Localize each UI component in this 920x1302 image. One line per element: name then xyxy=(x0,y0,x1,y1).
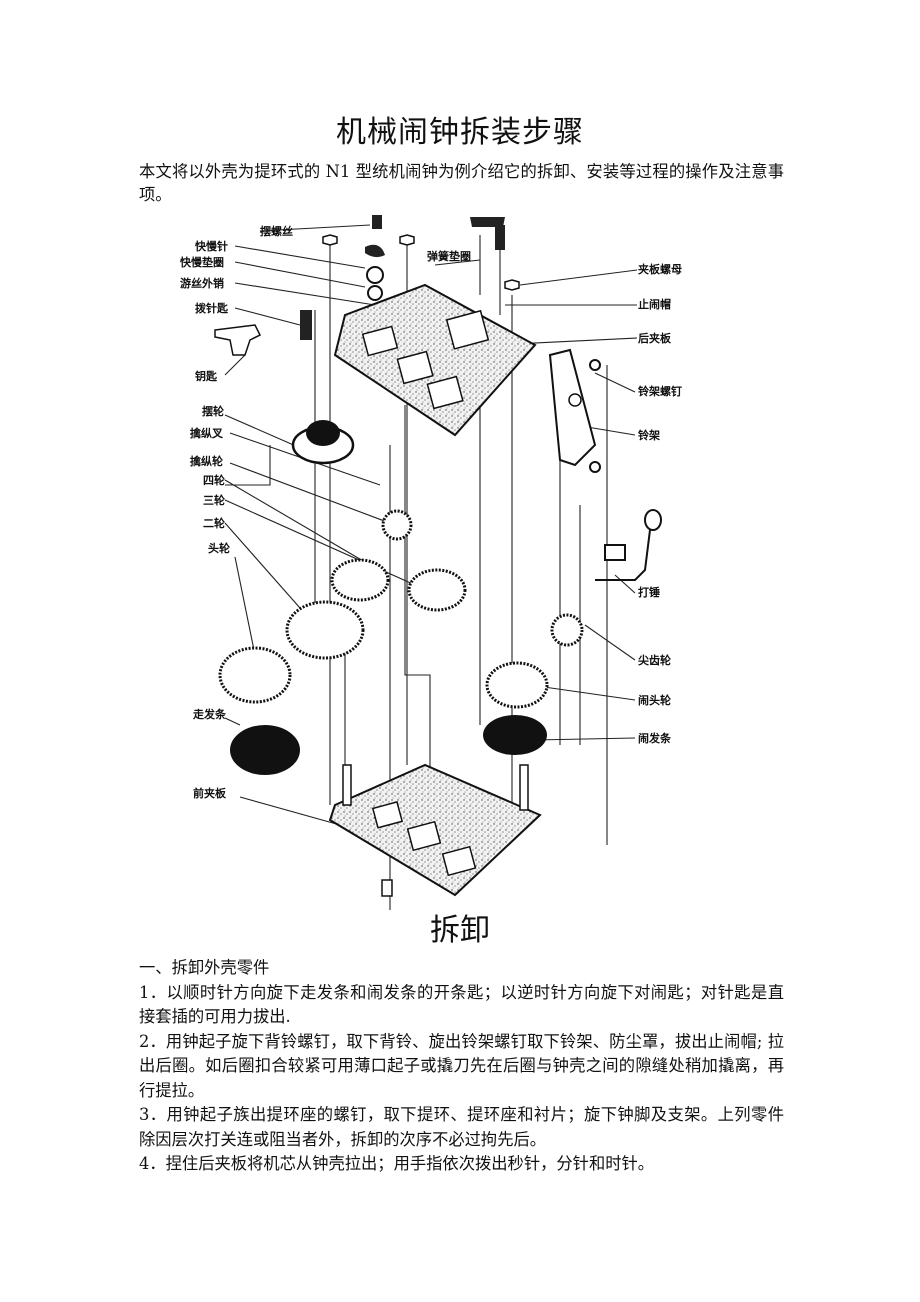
paragraph-step-3: 3．用钟起子族出提环座的螺钉，取下提环、提环座和衬片；旋下钟脚及支架。上列零件除… xyxy=(139,1105,784,1149)
balance-wheel xyxy=(291,420,355,465)
intro-paragraph: 本文将以外壳为提环式的 N1 型统机闹钟为例介绍它的拆卸、安装等过程的操作及注意… xyxy=(139,162,784,204)
document-title: 机械闹钟拆装步骤 xyxy=(336,115,584,150)
label-escapement-fork: 擒纵叉 xyxy=(190,426,224,440)
hammer xyxy=(595,509,662,581)
label-alarm-head-wheel: 闹头轮 xyxy=(638,693,671,707)
label-hairspring-pin: 游丝外销 xyxy=(180,276,224,290)
label-key: 钥匙 xyxy=(195,369,218,383)
rear-plate xyxy=(333,283,537,437)
section-title: 拆卸 xyxy=(430,913,490,948)
front-plate xyxy=(328,763,542,897)
label-sharp-tooth-wheel: 尖齿轮 xyxy=(638,653,671,667)
label-balance-wheel: 摆轮 xyxy=(202,404,224,418)
label-plate-nut: 夹板螺母 xyxy=(638,262,682,276)
label-setting-key: 拨针匙 xyxy=(195,301,229,315)
label-bell-frame: 铃架 xyxy=(638,428,660,442)
label-front-plate: 前夹板 xyxy=(193,786,227,800)
label-spring-washer: 弹簧垫圈 xyxy=(427,249,471,263)
paragraph-step-4: 4．捏住后夹板将机芯从钟壳拉出；用手指依次拨出秒针，分针和时针。 xyxy=(139,1154,655,1173)
label-second-wheel: 二轮 xyxy=(203,516,225,530)
exploded-clock-diagram: 摆螺丝 快慢针 快慢垫圈 游丝外销 拨针匙 钥匙 摆轮 擒纵叉 擒纵轮 四轮 三… xyxy=(175,205,715,910)
label-pendulum-screw: 摆螺丝 xyxy=(260,224,293,238)
paragraph-step-1: 1．以顺时针方向旋下走发条和闹发条的开条匙；以逆时针方向旋下对闹匙；对针匙是直接… xyxy=(139,982,784,1027)
label-hammer: 打锤 xyxy=(638,585,660,599)
label-going-mainspring: 走发条 xyxy=(192,707,227,721)
diagram-svg: 摆螺丝 快慢针 快慢垫圈 游丝外销 拨针匙 钥匙 摆轮 擒纵叉 擒纵轮 四轮 三… xyxy=(179,215,682,910)
label-alarm-mainspring: 闹发条 xyxy=(638,731,672,745)
label-third-wheel: 三轮 xyxy=(203,493,225,507)
mainsprings xyxy=(230,715,547,775)
keys-and-screws xyxy=(214,215,520,356)
label-alarm-stop-cap: 止闹帽 xyxy=(638,297,671,311)
label-fourth-wheel: 四轮 xyxy=(203,473,225,487)
label-bell-frame-screw: 铃架螺钉 xyxy=(638,384,682,398)
bell-frame xyxy=(548,348,601,473)
diagram-labels: 摆螺丝 快慢针 快慢垫圈 游丝外销 拨针匙 钥匙 摆轮 擒纵叉 擒纵轮 四轮 三… xyxy=(179,224,682,800)
paragraph-step-2: 2．用钟起子旋下背铃螺钉，取下背铃、旋出铃架螺钉取下铃架、防尘罩，拔出止闹帽; … xyxy=(139,1031,784,1100)
label-escape-wheel: 擒纵轮 xyxy=(190,454,223,468)
label-rear-plate: 后夹板 xyxy=(638,331,672,345)
label-center-wheel: 头轮 xyxy=(208,541,230,555)
body-text: 一、拆卸外壳零件 1．以顺时针方向旋下走发条和闹发条的开条匙；以逆时针方向旋下对… xyxy=(139,956,784,1177)
gear-train xyxy=(218,509,584,709)
label-regulator-pin: 快慢针 xyxy=(194,239,228,253)
label-regulator-washer: 快慢垫圈 xyxy=(179,255,224,269)
subsection-title: 一、拆卸外壳零件 xyxy=(139,958,270,977)
